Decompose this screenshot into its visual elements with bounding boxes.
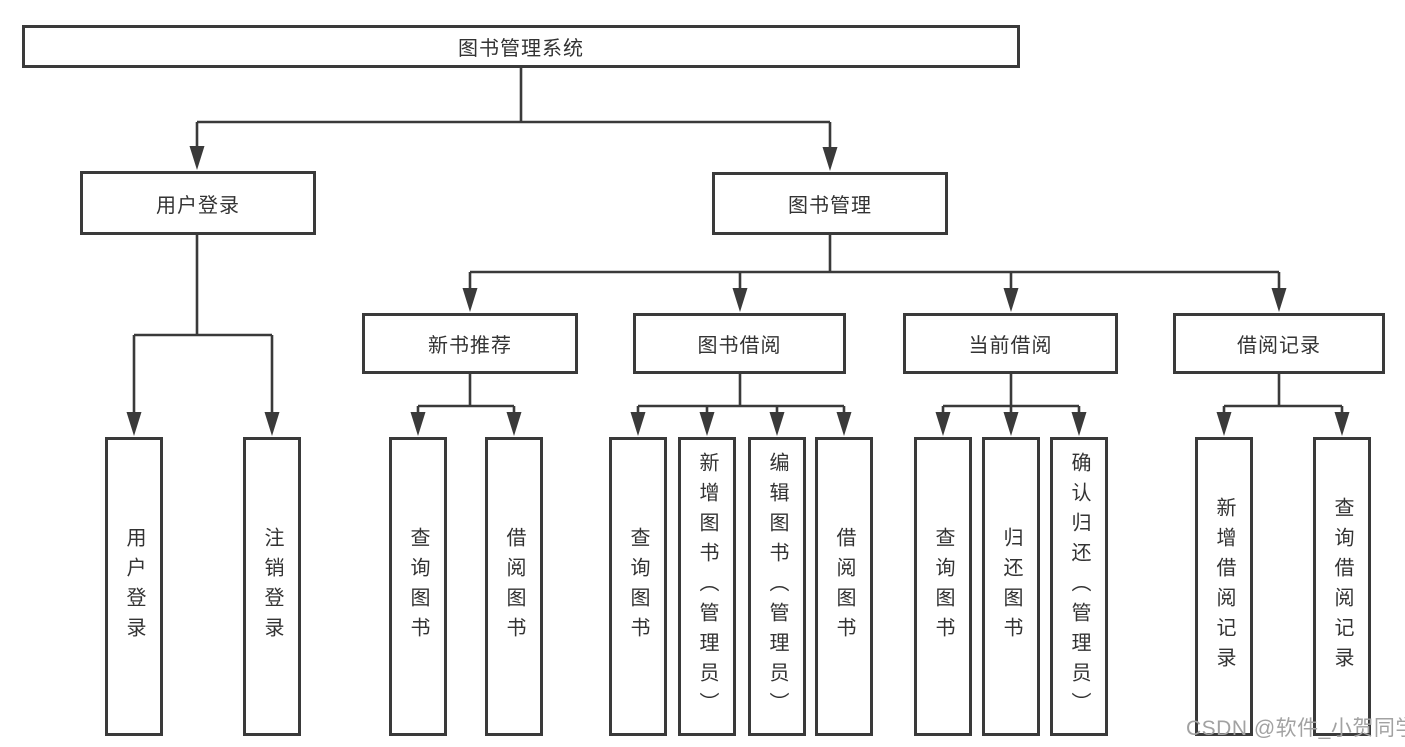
node-user-login: 用户登录 <box>80 171 316 235</box>
node-book-borrowing: 图书借阅 <box>633 313 846 374</box>
node-label: 编辑图书（管理员） <box>766 451 788 722</box>
node-label: 图书借阅 <box>697 335 782 357</box>
node-label: 用户登录 <box>156 194 240 217</box>
leaf-edit-books-admin: 编辑图书（管理员） <box>748 437 806 736</box>
leaf-borrow-books-2: 借阅图书 <box>815 437 873 736</box>
leaf-query-books-3: 查询图书 <box>914 437 972 736</box>
node-label: 借阅图书 <box>833 526 855 647</box>
csdn-watermark: CSDN @软件_小贺同学 <box>1186 717 1405 740</box>
node-label: 查询借阅记录 <box>1331 496 1353 677</box>
leaf-return-books: 归还图书 <box>982 437 1040 736</box>
leaf-confirm-return-admin: 确认归还（管理员） <box>1050 437 1108 736</box>
node-current-borrowing: 当前借阅 <box>903 313 1118 374</box>
node-borrow-records: 借阅记录 <box>1173 313 1385 374</box>
node-label: 用户登录 <box>123 526 145 647</box>
node-book-management: 图书管理 <box>712 172 948 235</box>
node-label: 注销登录 <box>261 526 283 647</box>
node-library-system: 图书管理系统 <box>22 25 1020 68</box>
node-label: 借阅图书 <box>503 526 525 647</box>
node-label: 新书推荐 <box>428 335 512 357</box>
leaf-query-books-2: 查询图书 <box>609 437 667 736</box>
node-label: 确认归还（管理员） <box>1068 451 1090 722</box>
leaf-add-borrow-record: 新增借阅记录 <box>1195 437 1253 736</box>
node-label: 图书管理 <box>788 195 872 217</box>
node-label: 新增图书（管理员） <box>696 451 718 722</box>
node-label: 查询图书 <box>407 526 429 647</box>
node-label: 当前借阅 <box>968 335 1053 357</box>
node-label: 借阅记录 <box>1237 335 1321 357</box>
leaf-user-login: 用户登录 <box>105 437 163 736</box>
node-label: 新增借阅记录 <box>1213 496 1235 677</box>
leaf-logout-login: 注销登录 <box>243 437 301 736</box>
node-label: 图书管理系统 <box>458 38 584 60</box>
leaf-borrow-books-1: 借阅图书 <box>485 437 543 736</box>
leaf-query-books-1: 查询图书 <box>389 437 447 736</box>
leaf-add-books-admin: 新增图书（管理员） <box>678 437 736 736</box>
leaf-query-borrow-record: 查询借阅记录 <box>1313 437 1371 736</box>
node-label: 归还图书 <box>1000 526 1022 647</box>
node-label: 查询图书 <box>627 526 649 647</box>
node-label: 查询图书 <box>932 526 954 647</box>
node-new-book-recommend: 新书推荐 <box>362 313 578 374</box>
